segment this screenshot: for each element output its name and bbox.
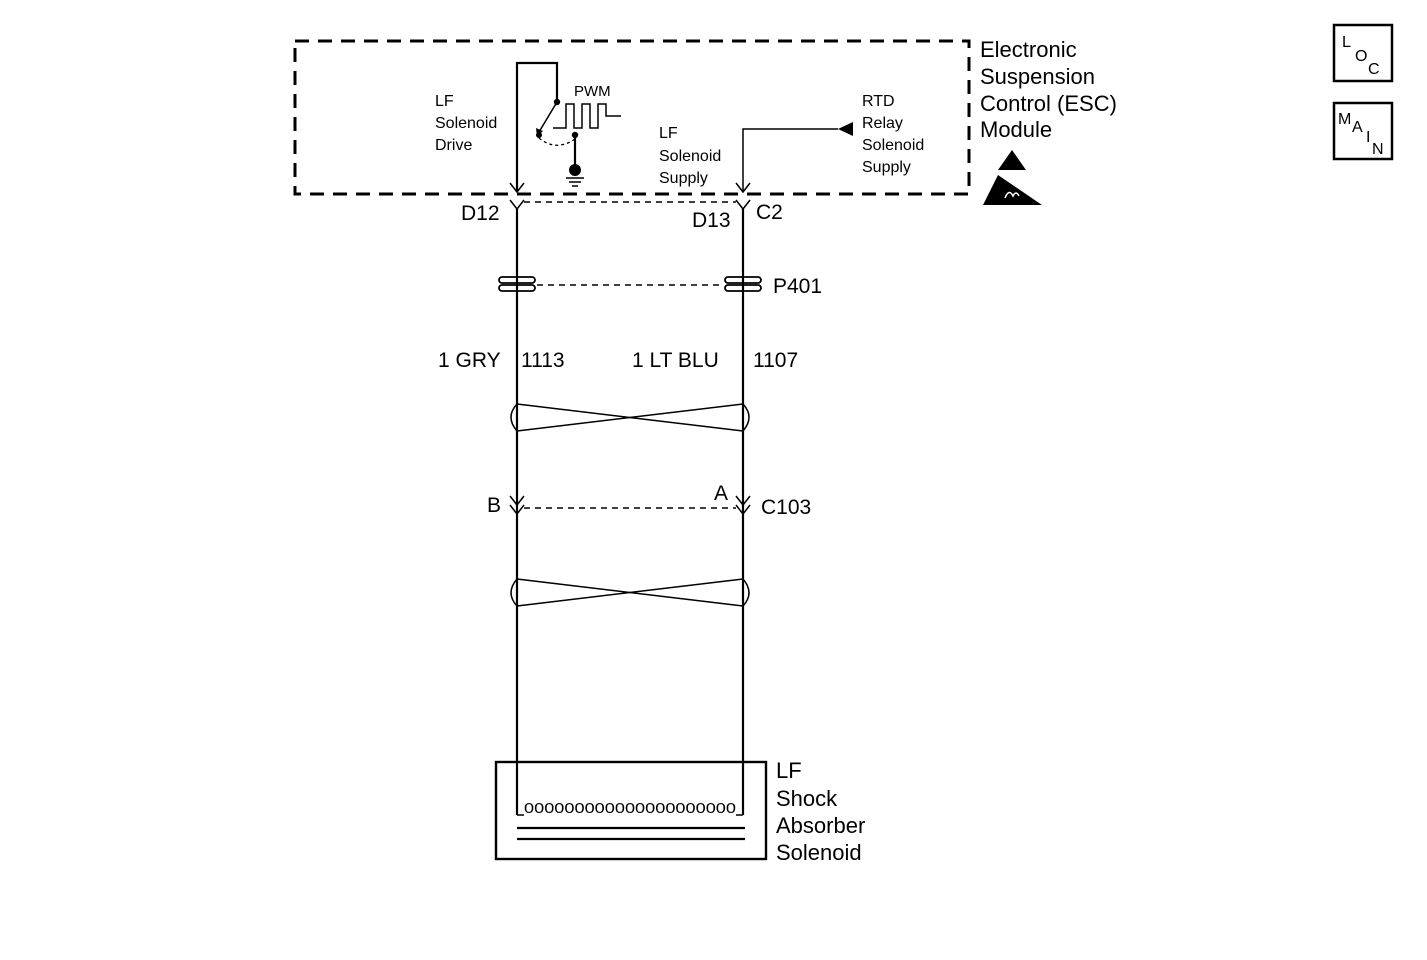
pin-d13-label: D13 — [692, 209, 731, 232]
solenoid-name: LF Shock Absorber Solenoid — [776, 758, 871, 865]
rtd-label: RTD Relay Solenoid Supply — [862, 93, 929, 176]
svg-text:C: C — [1368, 61, 1380, 78]
supply-label: LF Solenoid Supply — [659, 125, 726, 187]
rtd-supply-line — [742, 128, 838, 192]
pin-a-label: A — [714, 482, 728, 505]
solenoid-coil: 000000000000000000000 — [524, 800, 736, 817]
twisted-pair-2 — [510, 578, 750, 607]
solenoid-box — [494, 760, 768, 861]
connector-c103-label: C103 — [761, 496, 811, 519]
svg-text:A: A — [1352, 119, 1363, 136]
main-button[interactable]: M A I N — [1332, 101, 1394, 161]
twisted-pair-1 — [510, 403, 750, 432]
svg-text:N: N — [1372, 141, 1384, 158]
pwm-label: PWM — [574, 83, 611, 100]
module-name: Electronic Suspension Control (ESC) Modu… — [980, 37, 1123, 142]
connector-p401-label: P401 — [773, 275, 822, 298]
wire-left-color: 1 GRY — [438, 349, 501, 372]
svg-text:M: M — [1338, 111, 1351, 128]
connector-c2-label: C2 — [756, 201, 783, 224]
svg-text:I: I — [1366, 129, 1370, 146]
connector-c103 — [509, 495, 751, 516]
pin-d12-label: D12 — [461, 202, 500, 225]
connector-p401 — [498, 276, 762, 292]
loc-button[interactable]: L O C — [1332, 23, 1394, 83]
wire-right-circuit: 1107 — [753, 349, 798, 372]
pin-b-label: B — [487, 494, 501, 517]
rtd-arrow — [838, 122, 853, 136]
drive-label: LF Solenoid Drive — [435, 93, 502, 154]
svg-text:L: L — [1342, 34, 1351, 51]
svg-text:O: O — [1355, 48, 1367, 65]
wire-left-circuit: 1113 — [521, 349, 565, 372]
esc-module-outline — [293, 39, 971, 196]
wire-right-color: 1 LT BLU — [632, 349, 719, 372]
esd-warning-icon — [983, 150, 1042, 205]
pwm-switch — [515, 61, 621, 192]
